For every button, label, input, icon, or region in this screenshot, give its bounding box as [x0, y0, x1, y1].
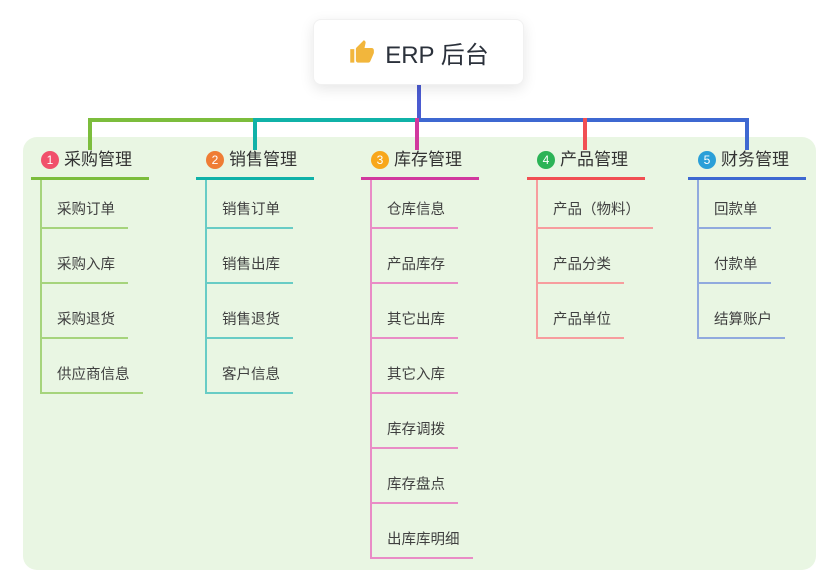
thumbs-up-icon — [350, 39, 375, 63]
mindmap-node-item[interactable]: 供应商信息 — [42, 339, 143, 394]
branch-sales: 2 销售管理 销售订单 销售出库 销售退货 客户信息 — [196, 148, 314, 394]
branch-title: 销售管理 — [229, 150, 297, 169]
branch-number-badge: 5 — [698, 151, 716, 169]
branch-header-product[interactable]: 4 产品管理 — [527, 148, 645, 180]
connector-root — [417, 84, 421, 120]
mindmap-node-item[interactable]: 采购退货 — [42, 284, 128, 339]
mindmap-node-item[interactable]: 库存盘点 — [372, 449, 458, 504]
mindmap-node-item[interactable]: 仓库信息 — [372, 180, 458, 229]
connector-branch3-drop — [415, 118, 419, 150]
branch-header-finance[interactable]: 5 财务管理 — [688, 148, 806, 180]
branch-items: 回款单 付款单 结算账户 — [697, 180, 785, 339]
branch-items: 采购订单 采购入库 采购退货 供应商信息 — [40, 180, 143, 394]
branch-header-inventory[interactable]: 3 库存管理 — [361, 148, 479, 180]
mindmap-node-item[interactable]: 库存调拨 — [372, 394, 458, 449]
mindmap-node-item[interactable]: 其它入库 — [372, 339, 458, 394]
root-node[interactable]: ERP 后台 — [313, 19, 524, 85]
mindmap-node-item[interactable]: 回款单 — [699, 180, 771, 229]
connector-branch2-drop — [253, 118, 257, 150]
branch-header-purchase[interactable]: 1 采购管理 — [31, 148, 149, 180]
mindmap-node-item[interactable]: 采购订单 — [42, 180, 128, 229]
branch-items: 产品（物料） 产品分类 产品单位 — [536, 180, 653, 339]
branch-number-badge: 1 — [41, 151, 59, 169]
mindmap-node-item[interactable]: 产品单位 — [538, 284, 624, 339]
branch-inventory: 3 库存管理 仓库信息 产品库存 其它出库 其它入库 库存调拨 库存盘点 出库库… — [361, 148, 479, 559]
branch-number-badge: 3 — [371, 151, 389, 169]
mindmap-node-item[interactable]: 产品分类 — [538, 229, 624, 284]
connector-branch1-horizontal — [88, 118, 255, 122]
mindmap-node-item[interactable]: 产品（物料） — [538, 180, 653, 229]
branch-items: 销售订单 销售出库 销售退货 客户信息 — [205, 180, 293, 394]
mindmap-node-item[interactable]: 付款单 — [699, 229, 771, 284]
mindmap-node-item[interactable]: 销售退货 — [207, 284, 293, 339]
branch-purchase: 1 采购管理 采购订单 采购入库 采购退货 供应商信息 — [31, 148, 149, 394]
branch-product: 4 产品管理 产品（物料） 产品分类 产品单位 — [527, 148, 653, 339]
branch-title: 财务管理 — [721, 150, 789, 169]
mindmap-node-item[interactable]: 采购入库 — [42, 229, 128, 284]
branch-title: 产品管理 — [560, 150, 628, 169]
connector-branch4-drop — [583, 118, 587, 150]
mindmap-node-item[interactable]: 其它出库 — [372, 284, 458, 339]
mindmap-node-item[interactable]: 销售订单 — [207, 180, 293, 229]
connector-branch2-horizontal — [253, 118, 419, 122]
branch-number-badge: 4 — [537, 151, 555, 169]
branch-number-badge: 2 — [206, 151, 224, 169]
branch-title: 库存管理 — [394, 150, 462, 169]
branch-title: 采购管理 — [64, 150, 132, 169]
mindmap-node-item[interactable]: 客户信息 — [207, 339, 293, 394]
mindmap-node-item[interactable]: 产品库存 — [372, 229, 458, 284]
mindmap-node-item[interactable]: 销售出库 — [207, 229, 293, 284]
connector-branch5-drop — [745, 118, 749, 150]
mindmap-node-item[interactable]: 出库库明细 — [372, 504, 473, 559]
branch-finance: 5 财务管理 回款单 付款单 结算账户 — [688, 148, 806, 339]
connector-branch1-drop — [88, 118, 92, 150]
branch-items: 仓库信息 产品库存 其它出库 其它入库 库存调拨 库存盘点 出库库明细 — [370, 180, 473, 559]
root-title: ERP 后台 — [385, 41, 489, 69]
mindmap-canvas-background — [23, 137, 816, 570]
branch-header-sales[interactable]: 2 销售管理 — [196, 148, 314, 180]
mindmap-node-item[interactable]: 结算账户 — [699, 284, 785, 339]
